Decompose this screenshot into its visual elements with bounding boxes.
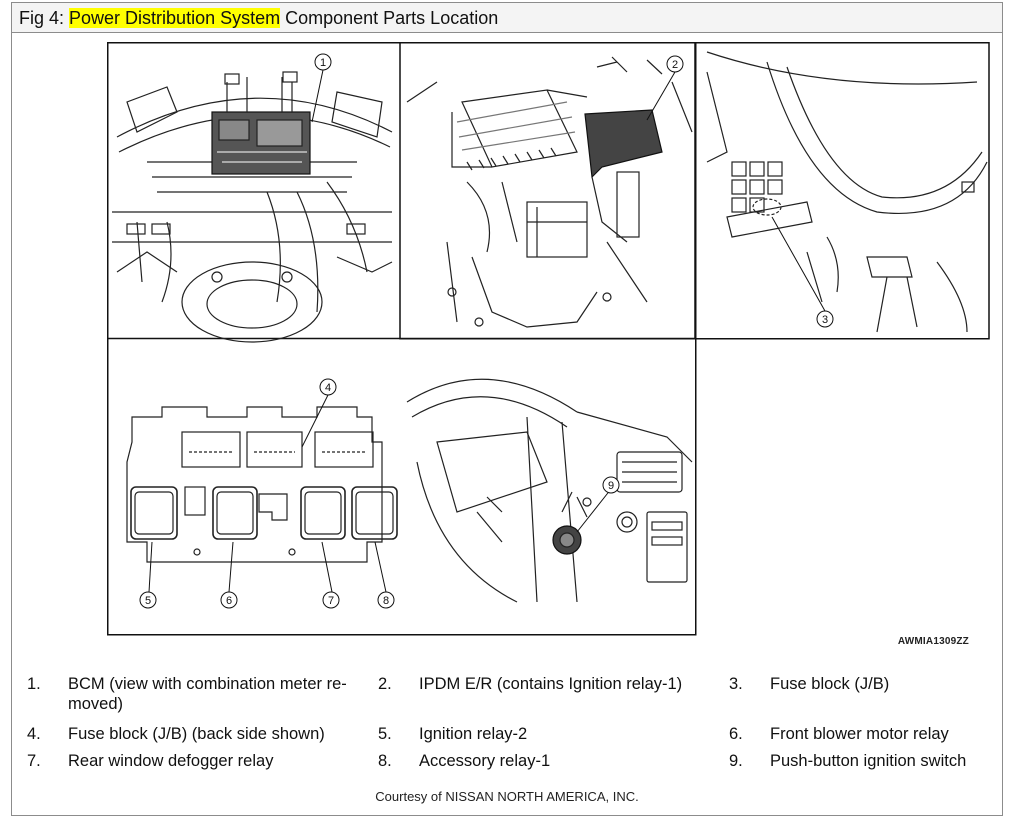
legend-text-line-1: BCM (view with combination meter re-	[68, 675, 347, 693]
figure-frame: Fig 4: Power Distribution System Compone…	[11, 2, 1003, 816]
title-highlight: Power Distribution System	[69, 8, 281, 28]
legend-text: Accessory relay-1	[419, 752, 551, 770]
callout-3: 3	[822, 314, 828, 326]
callout-1: 1	[320, 57, 326, 69]
legend-number: 4.	[27, 725, 41, 743]
legend-number: 6.	[729, 725, 743, 743]
legend-text: BCM (view with combination meter re-move…	[68, 674, 378, 714]
legend-text: Rear window defogger relay	[68, 752, 274, 770]
panel-ipdm-illustration	[406, 56, 693, 328]
legend: 1. BCM (view with combination meter re-m…	[12, 668, 1002, 778]
title-suffix: Component Parts Location	[280, 8, 499, 28]
legend-text: Push-button ignition switch	[770, 752, 967, 770]
legend-text: Fuse block (J/B)	[770, 675, 890, 693]
legend-number: 1.	[27, 675, 41, 693]
callouts	[139, 53, 834, 609]
credit-line: Courtesy of NISSAN NORTH AMERICA, INC.	[375, 789, 639, 804]
legend-text: Ignition relay-2	[419, 725, 528, 743]
legend-number: 2.	[378, 675, 392, 693]
callout-4: 4	[325, 382, 331, 394]
panel-ignition-switch-illustration	[406, 378, 693, 603]
legend-text: Fuse block (J/B) (back side shown)	[68, 725, 325, 743]
title-prefix: Fig 4:	[19, 8, 70, 28]
panel-relay-block-illustration	[126, 406, 398, 563]
panel-fuse-block-illustration	[706, 51, 988, 333]
legend-text: IPDM E/R (contains Ignition relay-1)	[419, 675, 683, 693]
callout-9: 9	[608, 480, 614, 492]
callout-8: 8	[383, 595, 389, 607]
callout-5: 5	[145, 595, 151, 607]
callout-6: 6	[226, 595, 232, 607]
legend-number: 8.	[378, 752, 392, 770]
callout-2: 2	[672, 59, 678, 71]
callout-leaders	[148, 69, 826, 593]
component-location-diagram: 1 2 3 4 5 6 7 8 9 AWMIA1309ZZ	[107, 42, 990, 647]
figure-title: Fig 4: Power Distribution System Compone…	[12, 3, 1002, 33]
legend-number: 5.	[378, 725, 392, 743]
figure-code: AWMIA1309ZZ	[897, 636, 969, 647]
callout-7: 7	[328, 595, 334, 607]
legend-number: 9.	[729, 752, 743, 770]
legend-text-line-2: moved)	[68, 695, 124, 713]
legend-number: 7.	[27, 752, 41, 770]
panel-bcm-illustration	[112, 71, 393, 343]
panel-grid	[107, 42, 990, 636]
legend-number: 3.	[729, 675, 743, 693]
legend-text: Front blower motor relay	[770, 725, 949, 743]
